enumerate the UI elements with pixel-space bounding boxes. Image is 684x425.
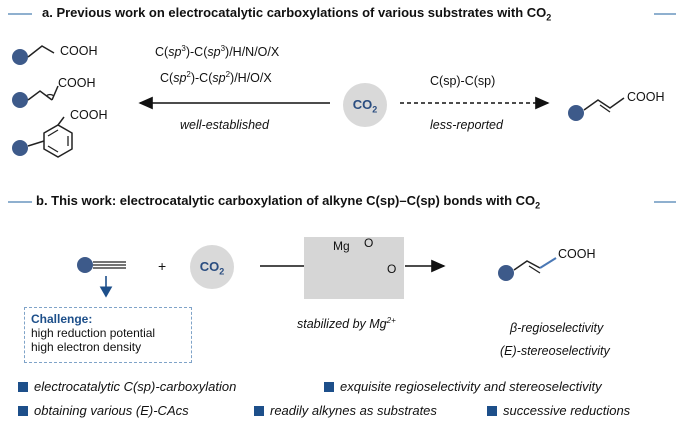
product-b-label: COOH [558, 247, 596, 261]
bullet-item: electrocatalytic C(sp)-carboxylation [18, 379, 236, 394]
sp-bond-label: C(sp)-C(sp) [430, 74, 496, 88]
acid-2-label: COOH [58, 76, 96, 90]
co2-badge-a: CO2 [343, 83, 387, 127]
substrate-ball [568, 105, 584, 121]
well-established-caption: well-established [180, 118, 269, 132]
bullet-square-icon [18, 382, 28, 392]
substrate-ball [498, 265, 514, 281]
challenge-box: Challenge: high reduction potential high… [24, 307, 192, 363]
challenge-title: Challenge: [31, 312, 93, 326]
bonds-line-2: C(sp2)-C(sp2)/H/O/X [160, 70, 272, 86]
alkyne-structure [77, 257, 126, 298]
mg-label: Mg [333, 239, 350, 253]
ring-oxygen-label: O [364, 236, 374, 250]
substrate-ball [77, 257, 93, 273]
bullet-square-icon [18, 406, 28, 416]
stereoselectivity-label: (E)-stereoselectivity [500, 344, 610, 358]
carbonyl-oxygen-label: O [387, 262, 397, 276]
acid-3-label: COOH [70, 108, 108, 122]
regioselectivity-label: β-regioselectivity [510, 321, 604, 335]
benzoic-acid-structure [12, 116, 73, 158]
challenge-line: high reduction potential [31, 326, 156, 340]
substrate-ball [12, 92, 28, 108]
less-reported-caption: less-reported [430, 118, 503, 132]
bullet-item: readily alkynes as substrates [254, 403, 437, 418]
product-b-structure [498, 257, 557, 281]
bullet-square-icon [254, 406, 264, 416]
acid-2-structure [12, 85, 59, 108]
bonds-line-1: C(sp3)-C(sp3)/H/N/O/X [155, 44, 280, 60]
bullet-square-icon [487, 406, 497, 416]
stabilized-caption: stabilized by Mg2+ [297, 316, 396, 332]
section-a-title: a. Previous work on electrocatalytic car… [40, 5, 554, 23]
section-a-header: a. Previous work on electrocatalytic car… [0, 3, 684, 25]
co2-badge-b: CO2 [190, 245, 234, 289]
product-a-structure [568, 97, 625, 121]
challenge-line: high electron density [31, 340, 142, 354]
substrate-ball [12, 49, 28, 65]
section-b-header: b. This work: electrocatalytic carboxyla… [0, 191, 684, 213]
bullet-item: exquisite regioselectivity and stereosel… [324, 379, 602, 394]
bullet-item: obtaining various (E)-CAcs [18, 403, 189, 418]
bullet-square-icon [324, 382, 334, 392]
substrate-ball [12, 140, 28, 156]
acid-1-structure [12, 45, 55, 65]
product-a-label: COOH [627, 90, 665, 104]
section-b-title: b. This work: electrocatalytic carboxyla… [34, 193, 543, 211]
mg-intermediate-box [304, 237, 404, 299]
bullet-item: successive reductions [487, 403, 630, 418]
plus-sign: + [158, 258, 167, 274]
acid-1-label: COOH [60, 44, 98, 58]
